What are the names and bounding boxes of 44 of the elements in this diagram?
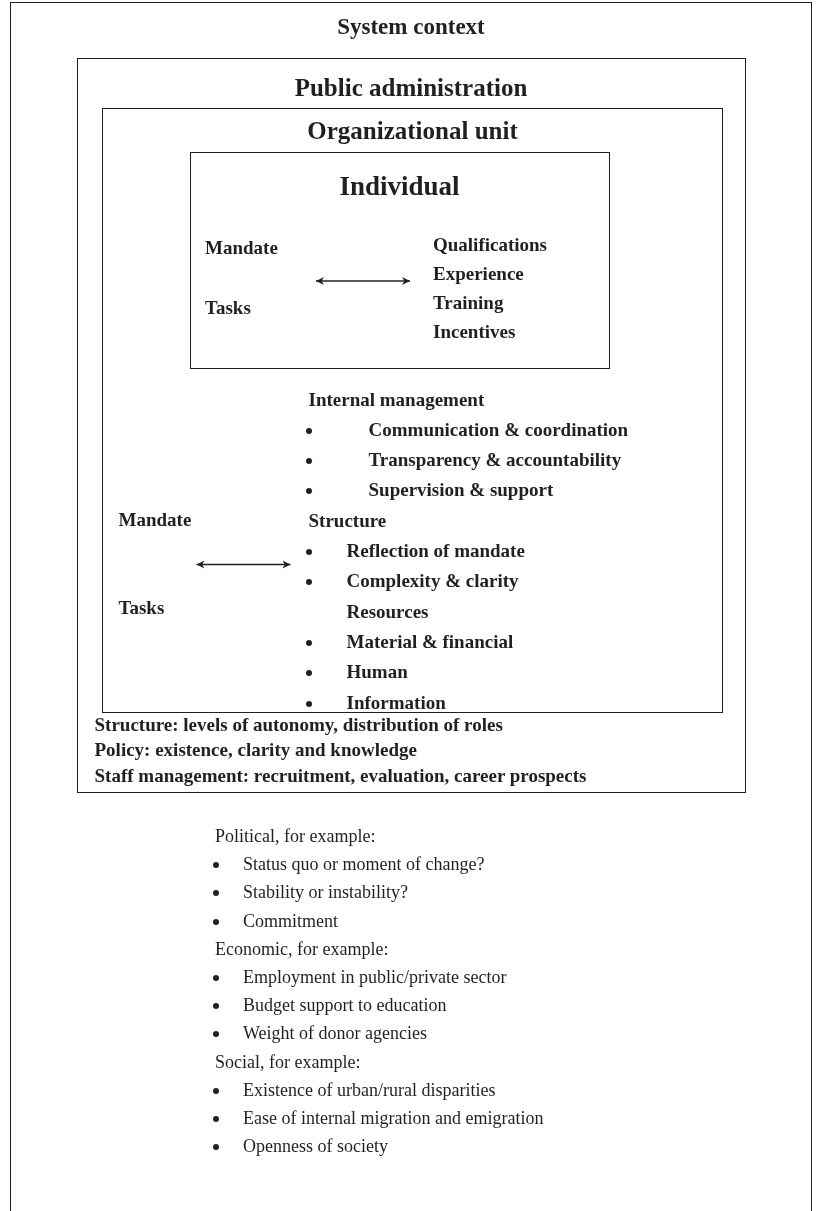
list-item: Information [346,691,446,714]
text-label: Mandate [118,508,192,531]
list-item: Commitment [243,910,338,932]
list-item: Supervision & support [368,479,554,502]
box-title: Public administration [293,72,529,102]
unit-box [102,108,723,713]
list-item: Ease of internal migration and emigration [243,1108,544,1129]
text-label: Mandate [205,237,278,259]
text-label: Incentives [433,321,516,343]
section-heading: Social, for example: [215,1051,361,1073]
list-item: Status quo or moment of change? [243,854,485,876]
list-item: Existence of urban/rural disparities [243,1079,496,1101]
text-label: Structure: levels of autonomy, distribution of roles [94,713,503,736]
list-item: Employment in public/private sector [243,967,507,988]
list-item: Transparency & accountability [368,449,622,472]
list-item: Complexity & clarity [346,570,519,593]
list-item: Budget support to education [243,995,447,1017]
text-label: Structure [308,509,387,532]
box-title: System context [336,13,486,40]
administration-box [76,57,746,793]
text-label: Tasks [205,297,251,319]
text-label: Training [433,292,504,314]
list-item: Material & financial [346,630,514,653]
list-item: Human [346,661,408,684]
text-label: Tasks [118,596,165,619]
text-label: Internal management [308,388,485,411]
context-box [10,2,812,1211]
text-label: Resources [346,600,429,623]
list-item: Weight of donor agencies [243,1023,427,1045]
list-item: Communication & coordination [368,418,629,441]
individual-box [189,151,610,369]
text-label: Policy: existence, clarity and knowledge [94,739,417,761]
text-label: Qualifications [433,234,547,256]
text-label: Staff management: recruitment, evaluation, career prospects [94,764,587,787]
list-item: Reflection of mandate [346,540,525,562]
list-item: Openness of society [243,1136,388,1158]
double-arrow [315,277,411,285]
double-arrow [195,560,292,569]
text-label: Experience [433,263,524,285]
section-heading: Political, for example: [215,826,376,847]
box-title: Organizational unit [306,116,519,145]
list-item: Stability or instability? [243,882,408,904]
box-title: Individual [338,170,461,202]
section-heading: Economic, for example: [215,938,389,960]
